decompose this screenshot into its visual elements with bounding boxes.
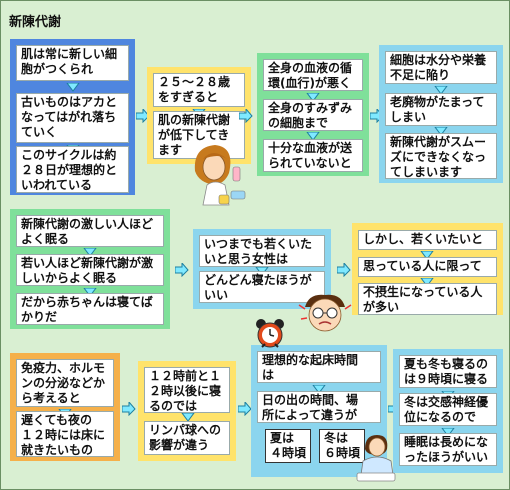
- row1-panel1-item3: このサイクルは約 ２８日が理想的と いわれている: [16, 146, 129, 193]
- stressed-man-illustration: [297, 291, 353, 337]
- row2-panel3-arrow1: [420, 251, 434, 260]
- row2-panel1-item2: 若い人ほど新陳代謝が激 しいからよく眠る: [16, 254, 164, 286]
- row2-panel3-item3: 不摂生になっている人 が多い: [358, 283, 497, 315]
- flow-arrow-icon: [238, 402, 252, 416]
- row1-panel1-arrow1: [66, 83, 80, 92]
- row2-panel3-item2: 思っている人に限って: [358, 257, 497, 277]
- row1-panel1-item1: 肌は常に新しい細 胞がつくられ: [16, 45, 129, 81]
- row1-panel3-item2: 全身のすみずみ の細胞まで: [263, 99, 363, 131]
- row1-panel3-item3: 十分な血液が送 られていないと: [263, 139, 363, 172]
- flow-arrow-icon: [122, 402, 136, 416]
- row3-panel2-arrow1: [181, 413, 195, 422]
- row3-panel4-item2: 冬は交感神経優 位になるので: [399, 393, 497, 426]
- row2-panel1-arrow1: [83, 248, 97, 257]
- row1-panel4-item3: 新陳代謝がスムー ズにできなくなっ てしまいます: [385, 133, 497, 179]
- row3-panel3-arrow1: [312, 385, 326, 394]
- row3-panel1-item1: 免疫力、ホルモ ンの分泌などか ら考えると: [16, 359, 114, 407]
- row3-panel3-sub-winter: 冬は ６時頃: [319, 429, 365, 463]
- row2-panel1-arrow2: [83, 288, 97, 297]
- flow-arrow-icon: [136, 109, 150, 123]
- row1-panel3-arrow2: [306, 132, 320, 141]
- row2-panel1-item1: 新陳代謝の激しい人ほど よく眠る: [16, 215, 164, 247]
- row3-panel2-item1: １２時前と１ ２時以後に寝 るのでは: [144, 367, 230, 413]
- row3-panel3-sub-summer: 夏は ４時頃: [265, 429, 311, 463]
- row3-panel4-arrow2: [441, 428, 455, 437]
- row2-panel2-item1: いつまでも若くいた いと思う女性は: [199, 235, 325, 267]
- row2-panel2-item2: どんどん寝たほうが いい: [199, 271, 325, 303]
- diagram-title: 新陳代謝: [9, 15, 62, 30]
- flow-arrow-icon: [239, 109, 253, 123]
- row1-panel2-item2: 肌の新陳代謝 が低下してき ます: [153, 111, 245, 159]
- flow-arrow-icon: [337, 263, 351, 277]
- flow-arrow-icon: [175, 263, 189, 277]
- row1-panel4-item1: 細胞は水分や栄養 不足に陥り: [385, 51, 497, 84]
- woman-waking-illustration: [355, 431, 397, 483]
- row1-panel2-item1: ２５〜２８歳 をすぎると: [153, 73, 245, 107]
- row3-panel4-item3: 睡眠は長めにな ったほうがいい: [399, 433, 497, 466]
- row3-panel2-item2: リンパ球への 影響が違う: [144, 421, 230, 455]
- row1-panel4-arrow1: [434, 86, 448, 95]
- row1-panel3-item1: 全身の血液の循 環(血行)が悪く: [263, 59, 363, 91]
- woman-with-cream-illustration: [189, 139, 253, 209]
- alarm-clock-illustration: [253, 317, 287, 349]
- row1-panel3-arrow1: [306, 93, 320, 102]
- row1-panel4-item2: 老廃物がたまって しまい: [385, 93, 497, 126]
- row2-panel3-arrow2: [420, 278, 434, 287]
- row3-panel3-item1: 理想的な起床時間 は: [257, 351, 381, 383]
- row2-panel3-item1: しかし、若くいたいと: [358, 230, 497, 250]
- row2-panel1-item3: だから赤ちゃんは寝てば かりだ: [16, 293, 164, 325]
- row1-panel4-arrow2: [434, 127, 448, 136]
- row3-panel4-item1: 夏も冬も寝るの は９時頃に寝る: [399, 355, 497, 388]
- row1-panel1-item2: 古いものはアカと なってはがれ落ち ていく: [16, 93, 129, 143]
- row3-panel3-item2: 日の出の時間、場 所によって違うが: [257, 391, 381, 423]
- row3-panel1-item2: 遅くても夜の １２時には床に 就きたいもの: [16, 411, 114, 457]
